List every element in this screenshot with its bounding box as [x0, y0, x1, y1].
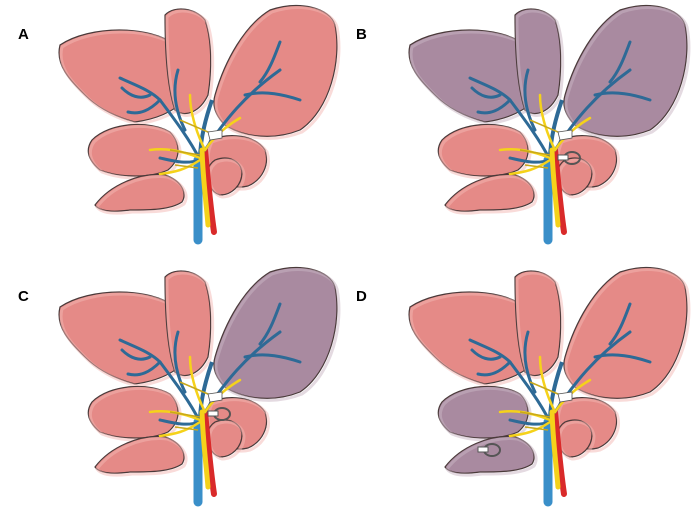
portal-vein-branch [470, 348, 502, 361]
portal-vein-branch [173, 330, 187, 394]
liver-group [58, 267, 341, 477]
vascular-clamp-icon [557, 151, 581, 165]
portal-vein-branch [258, 302, 282, 346]
panel-d: D [350, 262, 700, 524]
panel-b: B [350, 0, 700, 262]
portal-vein-branch [120, 86, 152, 99]
panel-label-d: D [356, 288, 367, 305]
portal-vein-branch [258, 40, 282, 84]
lobe-process [94, 173, 185, 212]
vascular-clamp-icon [207, 407, 231, 421]
portal-vein-branch [243, 91, 302, 102]
bile-duct-branch [188, 355, 207, 414]
bile-duct [199, 409, 211, 490]
hilum-ligature [557, 391, 573, 403]
duct-bundle [174, 426, 199, 431]
liver-illustration-c [58, 267, 341, 507]
portal-vein-branch [173, 68, 187, 132]
panel-a: A [0, 0, 350, 262]
hilum-ligature [207, 391, 223, 403]
bile-duct-branch [538, 93, 557, 152]
liver-illustration-d [408, 267, 691, 507]
portal-vein-branch [126, 98, 162, 115]
portal-vein-branch [470, 86, 502, 99]
liver-illustration-a [58, 5, 341, 245]
duct-bundle [524, 426, 549, 431]
duct-bundle [524, 164, 549, 169]
portal-vein-branch [476, 98, 512, 115]
portal-vein-branch [608, 40, 632, 84]
vascular-clamp-icon [477, 443, 501, 457]
bile-duct-branch [158, 158, 202, 176]
lobe-process [444, 173, 535, 212]
panel-c: C [0, 262, 350, 524]
panel-label-c: C [18, 288, 29, 305]
panel-label-a: A [18, 26, 29, 43]
duct-bundle [169, 411, 201, 418]
liver-group [408, 267, 691, 477]
liver-group [408, 5, 691, 215]
bile-duct-branch [538, 355, 557, 414]
portal-vein-branch [523, 68, 537, 132]
hepatic-artery [552, 147, 567, 235]
bile-duct [549, 147, 561, 228]
portal-vein-branch [476, 360, 512, 377]
panel-label-b: B [356, 26, 367, 43]
portal-vein-branch [243, 353, 302, 364]
portal-vein-branch [593, 353, 652, 364]
portal-vein-branch [608, 302, 632, 346]
bile-duct-branch [188, 93, 207, 152]
hepatic-artery [202, 409, 217, 497]
portal-vein-branch [118, 76, 162, 102]
portal-vein-branch [468, 338, 512, 364]
bile-duct-branch [508, 420, 552, 438]
duct-bundle [174, 164, 199, 169]
portal-vein-branch [593, 91, 652, 102]
bile-duct-branch [508, 158, 552, 176]
portal-vein-branch [118, 338, 162, 364]
portal-vein-branch [120, 348, 152, 361]
liver-illustration-b [408, 5, 691, 245]
portal-vein-branch [468, 76, 512, 102]
bile-duct-branch [158, 420, 202, 438]
duct-bundle [169, 149, 201, 156]
hilum-ligature [207, 129, 223, 141]
duct-bundle [519, 149, 551, 156]
liver-group [58, 5, 341, 215]
lobe-process [94, 435, 185, 474]
hepatic-artery [202, 147, 217, 235]
hepatic-artery [552, 409, 567, 497]
duct-bundle [519, 411, 551, 418]
portal-vein-branch [126, 360, 162, 377]
hilum-ligature [557, 129, 573, 141]
bile-duct [199, 147, 211, 228]
portal-vein-branch [523, 330, 537, 394]
bile-duct [549, 409, 561, 490]
